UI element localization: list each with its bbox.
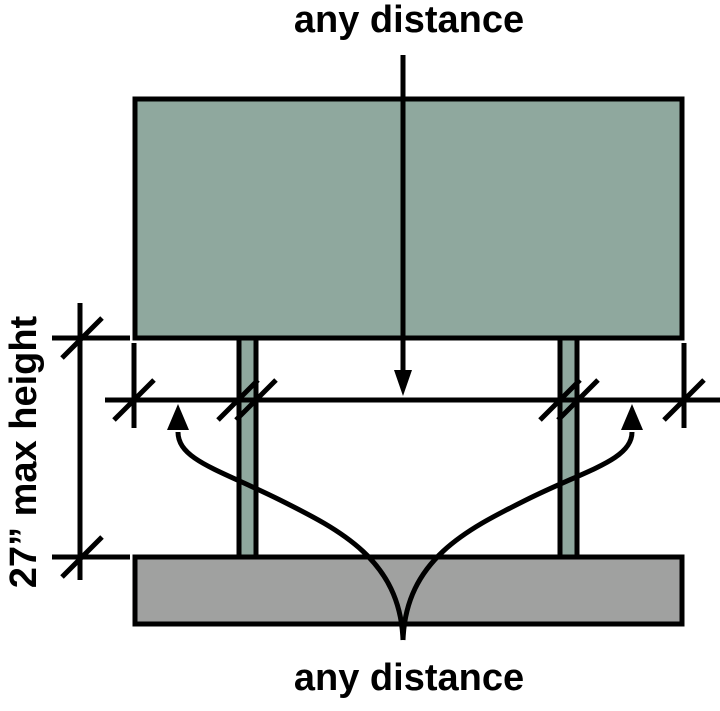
right-leg <box>557 335 580 560</box>
dimension-lines <box>52 55 720 641</box>
arrowhead-right-up <box>621 404 643 430</box>
arrowhead-down <box>394 370 412 396</box>
left-leg <box>236 335 259 560</box>
top-label: any distance <box>294 0 524 41</box>
height-label: 27” max height <box>3 315 45 588</box>
arrowhead-left-up <box>167 404 189 430</box>
bottom-label: any distance <box>294 657 524 699</box>
top-panel <box>132 96 685 341</box>
